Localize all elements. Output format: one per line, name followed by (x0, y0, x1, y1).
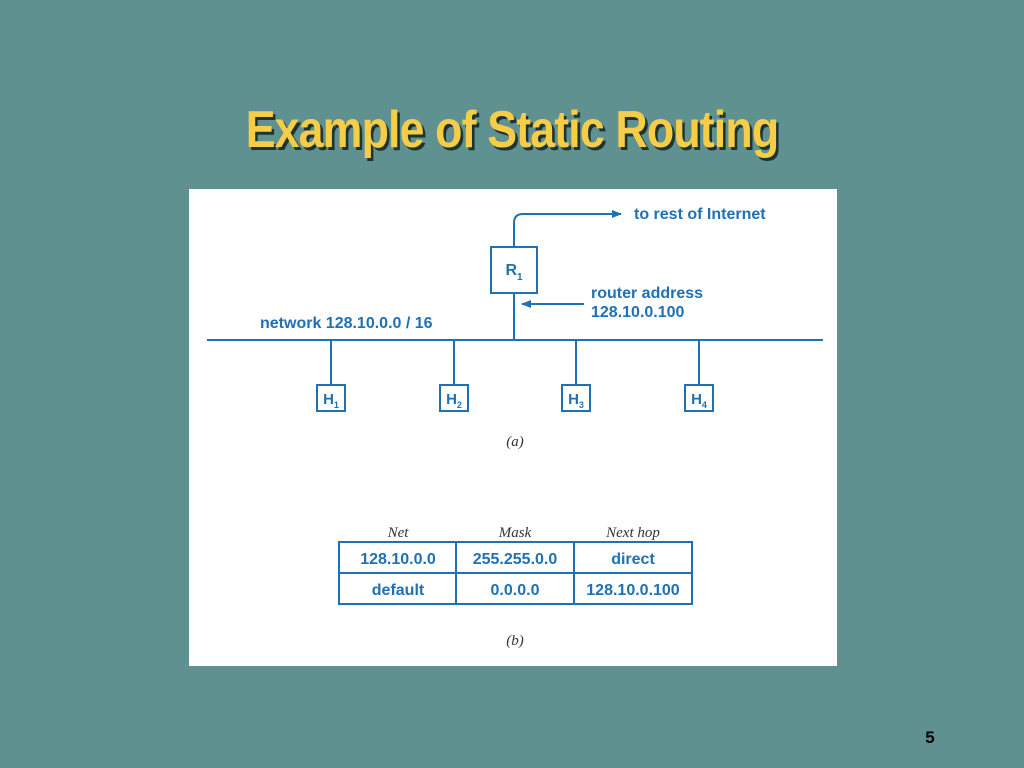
slide-title: Example of Static Routing (245, 101, 779, 159)
router-address-label: router address (591, 285, 703, 302)
host-2-label: H2 (446, 391, 462, 410)
table-cell-next-hop-row-2: 128.10.0.100 (586, 582, 680, 599)
router-address-value: 128.10.0.100 (591, 304, 685, 321)
host-1-label: H1 (323, 391, 339, 410)
host-2-box (439, 384, 469, 412)
diagram-a-caption: (a) (506, 434, 524, 450)
host-4-box (684, 384, 714, 412)
page-number: 5 (925, 728, 935, 747)
network-diagram: to rest of Internet R1 router address 12… (207, 206, 823, 649)
router-label: R1 (505, 262, 523, 283)
host-1-box (316, 384, 346, 412)
table-cell-next-hop-row-1: direct (611, 551, 655, 568)
table-cell-net-row-2: default (372, 582, 425, 599)
table-cell-mask-row-2: 0.0.0.0 (491, 582, 540, 599)
table-header-mask: Mask (498, 525, 532, 541)
diagram-b-caption: (b) (506, 633, 524, 649)
table-header-net: Net (387, 525, 410, 541)
host-4-label: H4 (691, 391, 707, 410)
network-label: network 128.10.0.0 / 16 (260, 315, 433, 332)
table-cell-net-row-1: 128.10.0.0 (360, 551, 436, 568)
table-header-next-hop: Next hop (605, 525, 660, 541)
static-routing-figure: to rest of Internet R1 router address 12… (189, 189, 837, 666)
internet-label: to rest of Internet (634, 206, 766, 223)
internet-link-line (513, 210, 622, 247)
host-3-box (561, 384, 591, 412)
host-3-label: H3 (568, 391, 584, 410)
table-cell-mask-row-1: 255.255.0.0 (473, 551, 558, 568)
